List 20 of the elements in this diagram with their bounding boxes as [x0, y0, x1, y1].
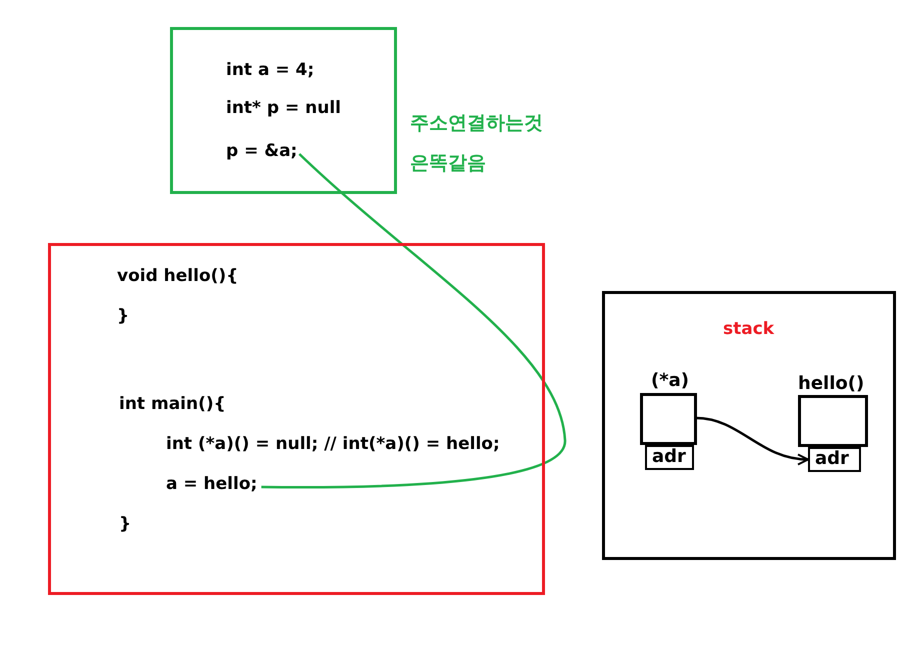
code-box [170, 27, 397, 194]
code-box [48, 243, 545, 595]
code-line: void hello(){ [117, 266, 238, 286]
code-line: int a = 4; [226, 60, 314, 80]
connector-line [261, 153, 566, 488]
code-line: p = &a; [226, 141, 298, 161]
code-line: a = hello; [166, 474, 258, 494]
code-line: int main(){ [119, 394, 226, 414]
cell-label: hello() [798, 374, 864, 394]
arrow [696, 416, 809, 465]
code-line: } [119, 514, 132, 534]
cell-label: (*a) [651, 371, 690, 391]
note-text: 주소연결하는것 은똑같음 [410, 111, 544, 176]
address-cell: adr [808, 447, 861, 472]
code-line: int* p = null [226, 98, 341, 118]
stack-frame [602, 291, 896, 560]
stack-title: stack [723, 319, 774, 339]
code-line: } [117, 306, 130, 326]
address-cell: adr [645, 445, 694, 470]
code-line: int (*a)() = null; // int(*a)() = hello; [166, 434, 500, 454]
